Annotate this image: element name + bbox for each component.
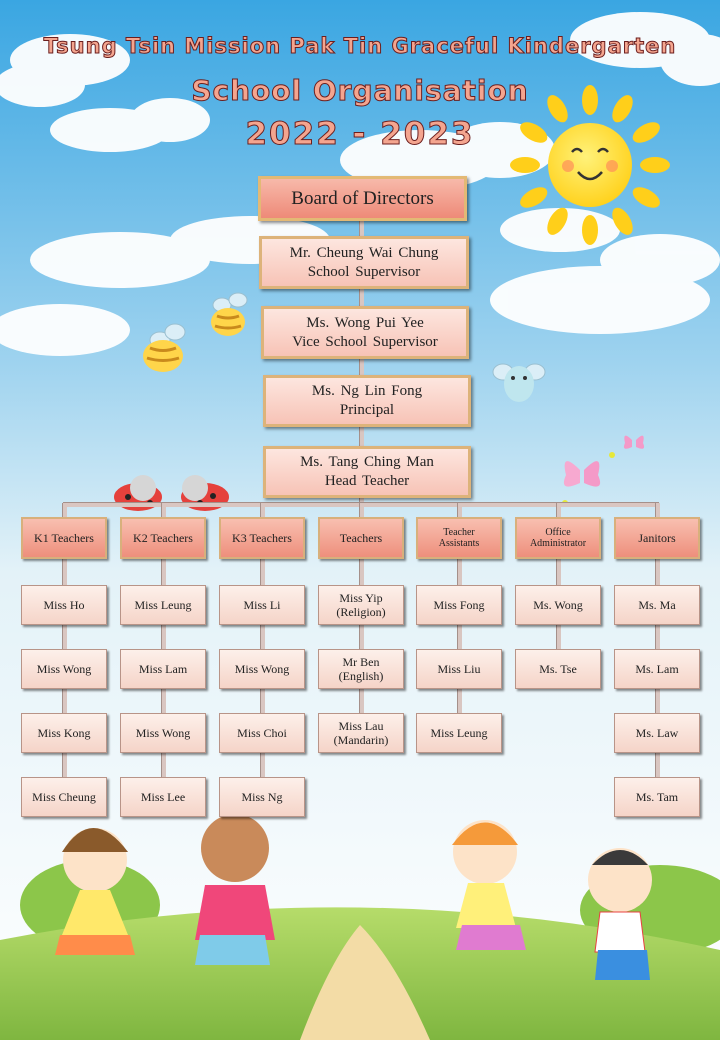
staff-name: (Mandarin)	[333, 733, 389, 747]
department-label: Administrator	[529, 538, 587, 549]
staff-name: Miss Wong	[135, 726, 191, 740]
staff-box: Ms. Ma	[614, 585, 700, 625]
staff-box: Ms. Law	[614, 713, 700, 753]
staff-name: Ms. Lam	[635, 662, 679, 676]
leader-name: Ms. Tang Ching Man	[300, 454, 434, 470]
department-header: K1 Teachers	[21, 517, 107, 559]
leader-name: Mr. Cheung Wai Chung	[289, 244, 439, 261]
department-label: Teacher	[443, 527, 475, 538]
staff-name: Ms. Tam	[635, 790, 679, 804]
staff-box: Miss Lau(Mandarin)	[318, 713, 404, 753]
staff-box: Miss Wong	[219, 649, 305, 689]
staff-name: Miss Li	[243, 598, 281, 612]
cloud-icon	[0, 12, 720, 356]
leader-name: Ms. Ng Lin Fong	[311, 383, 423, 399]
staff-name: Miss Liu	[437, 662, 481, 676]
leader-role: Vice School Supervisor	[292, 333, 438, 350]
staff-box: Ms. Wong	[515, 585, 601, 625]
department-header: Teachers	[318, 517, 404, 559]
staff-box: Miss Leung	[416, 713, 502, 753]
staff-box: Miss Liu	[416, 649, 502, 689]
column-connector	[655, 503, 660, 782]
staff-box: Miss Li	[219, 585, 305, 625]
department-label: Office	[545, 527, 571, 538]
staff-box: Miss Ho	[21, 585, 107, 625]
staff-name: (Religion)	[336, 605, 386, 619]
leader-name: Ms. Wong Pui Yee	[306, 314, 424, 331]
staff-name: Mr Ben	[342, 655, 380, 669]
staff-name: Miss Leung	[430, 726, 488, 740]
staff-box: Miss Lam	[120, 649, 206, 689]
board-label: Board of Directors	[291, 187, 434, 209]
staff-box: Miss Yip(Religion)	[318, 585, 404, 625]
column-connector	[161, 503, 166, 782]
staff-name: Miss Ng	[241, 790, 283, 804]
staff-name: Miss Wong	[234, 662, 290, 676]
board-of-directors-box: Board of Directors	[258, 176, 467, 221]
staff-box: Miss Choi	[219, 713, 305, 753]
staff-box: Ms. Tse	[515, 649, 601, 689]
staff-name: (English)	[338, 669, 384, 683]
staff-box: Miss Cheung	[21, 777, 107, 817]
school-name-title: Tsung Tsin Mission Pak Tin Graceful Kind…	[43, 34, 677, 59]
leader-role: School Supervisor	[307, 263, 421, 280]
staff-box: Miss Wong	[120, 713, 206, 753]
staff-box: Miss Fong	[416, 585, 502, 625]
butterfly-icon	[562, 435, 645, 506]
staff-name: Ms. Ma	[638, 598, 676, 612]
staff-name: Miss Fong	[433, 598, 485, 612]
staff-name: Miss Kong	[37, 726, 91, 740]
department-label: K3 Teachers	[232, 530, 292, 545]
staff-box: Miss Wong	[21, 649, 107, 689]
department-header: Janitors	[614, 517, 700, 559]
department-header: K3 Teachers	[219, 517, 305, 559]
column-connector	[556, 503, 561, 654]
staff-box: Mr Ben(English)	[318, 649, 404, 689]
school-year: 2022 - 2023	[245, 116, 475, 153]
department-label: Assistants	[438, 538, 480, 549]
leader-role: Principal	[339, 402, 395, 418]
staff-box: Ms. Tam	[614, 777, 700, 817]
staff-name: Miss Cheung	[32, 790, 96, 804]
staff-box: Miss Leung	[120, 585, 206, 625]
staff-name: Miss Choi	[237, 726, 287, 740]
main-connector	[359, 219, 364, 516]
leader-box-principal: Ms. Ng Lin Fong Principal	[263, 375, 471, 427]
staff-name: Miss Leung	[134, 598, 192, 612]
staff-name: Miss Wong	[36, 662, 92, 676]
staff-name: Ms. Law	[635, 726, 679, 740]
page-subtitle: School Organisation	[191, 74, 529, 108]
leader-box-supervisor: Mr. Cheung Wai Chung School Supervisor	[259, 236, 469, 289]
bee-icon	[492, 363, 546, 402]
staff-name: Miss Lau	[338, 719, 384, 733]
staff-box: Miss Lee	[120, 777, 206, 817]
column-connector	[62, 503, 67, 782]
bee-icon	[143, 323, 186, 372]
bee-icon	[211, 292, 248, 336]
children-illustration	[55, 814, 652, 980]
column-connector	[260, 503, 265, 782]
department-label: Teachers	[339, 530, 383, 545]
staff-box: Ms. Lam	[614, 649, 700, 689]
staff-name: Miss Lam	[138, 662, 188, 676]
department-label: K1 Teachers	[34, 530, 94, 545]
department-label: Janitors	[638, 530, 676, 545]
staff-box: Miss Ng	[219, 777, 305, 817]
staff-name: Ms. Wong	[533, 598, 583, 612]
department-header: K2 Teachers	[120, 517, 206, 559]
department-label: K2 Teachers	[133, 530, 193, 545]
sun-icon	[510, 85, 670, 245]
staff-name: Miss Ho	[43, 598, 85, 612]
staff-box: Miss Kong	[21, 713, 107, 753]
leader-box-head-teacher: Ms. Tang Ching Man Head Teacher	[263, 446, 471, 498]
staff-name: Ms. Tse	[539, 662, 577, 676]
staff-name: Miss Lee	[140, 790, 186, 804]
leader-box-vice-supervisor: Ms. Wong Pui Yee Vice School Supervisor	[261, 306, 469, 359]
staff-name: Miss Yip	[339, 591, 383, 605]
leader-role: Head Teacher	[324, 473, 410, 489]
